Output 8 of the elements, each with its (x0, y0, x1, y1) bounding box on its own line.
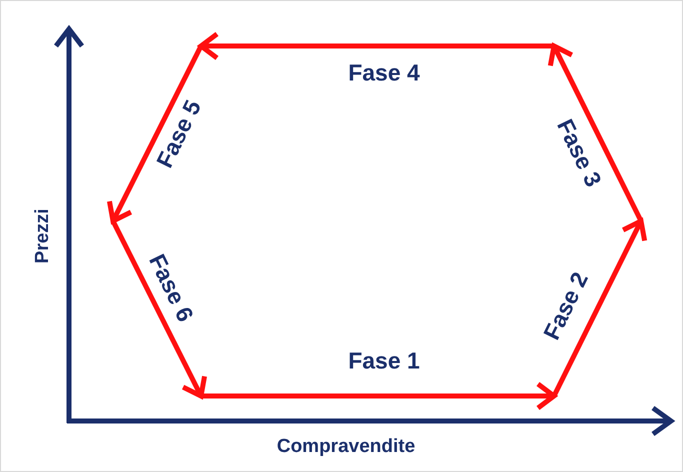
phase-label: Fase 3 (551, 114, 607, 192)
phase-label: Fase 6 (143, 250, 199, 326)
axis-label: Prezzi (32, 208, 54, 264)
axis-label: Compravendite (276, 436, 416, 458)
phase-label: Fase 5 (151, 96, 207, 172)
phase-label: Fase 2 (538, 268, 594, 344)
phase-label: Fase 4 (348, 60, 420, 86)
phase-label: Fase 1 (348, 348, 420, 374)
